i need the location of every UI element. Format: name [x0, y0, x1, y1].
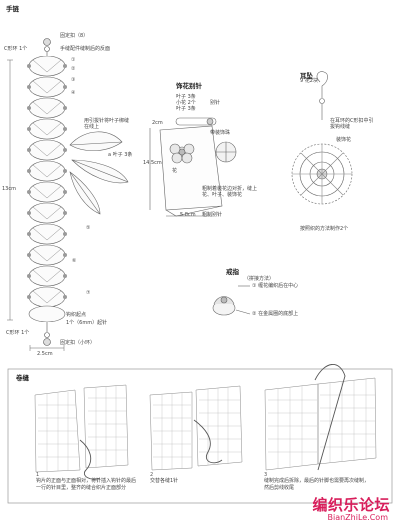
brooch-length-label: 14.5cm [143, 160, 162, 166]
round-number: ② [71, 66, 76, 72]
earring-title: 耳坠 [300, 72, 313, 80]
round-number: ① [71, 57, 76, 63]
ring-small-label: 1个（6mm）起针 [66, 320, 108, 326]
brooch-pin-label: 粗制别针 [202, 212, 223, 218]
brooch-flower-label: 花 [172, 168, 178, 174]
step-text: 缝制完成后拆除，最后的针脚也需要再次缝制，然后剪线收尾 [264, 478, 370, 491]
earring-hook-label: 在耳环的C形扣中引拔钩线缝 [330, 118, 374, 130]
ring-step-1: ① 缠花编织后在中心 [252, 283, 299, 289]
round-number: ③ [71, 77, 76, 83]
round-number: ⑦ [86, 290, 91, 296]
earring-note: 按照织的方法制作2个 [300, 226, 349, 232]
brooch-leaf-label: 叶子 3条 [176, 94, 196, 100]
earring-flower-label: 装饰花 [336, 137, 352, 143]
ring-step-2: ② 在金属圈的底部上 [252, 311, 299, 317]
joining-step-1: 1 钩片的正面与正面相对，将针插入钩针的最后一行的针目里，整齐的缝合织片正面部分 [36, 472, 136, 492]
ring-title: 戒指 [226, 268, 239, 276]
brooch-width-label: 5.8cm [180, 212, 196, 218]
c-ring-bottom-label: C形环 1个 [6, 330, 30, 336]
bracelet-motifs [27, 56, 67, 322]
ring-subtitle: （拼接方法） [244, 276, 275, 282]
brooch-size-label: 2cm [152, 120, 163, 126]
clasp-top-label: 固定扣（8） [60, 33, 89, 39]
round-number: ⑥ [72, 258, 77, 264]
step-text: 钩片的正面与正面相对，将针插入钩针的最后一行的针目里，整齐的缝合织片正面部分 [36, 478, 137, 491]
brooch-small-flower-label: 小花 2个 [176, 100, 196, 106]
round-number: ⑤ [86, 225, 91, 231]
joining-step-2: 2 交替各缝1针 [150, 472, 240, 485]
leaf-note: a 叶子 3条 [108, 152, 133, 158]
bracelet-title: 手链 [6, 5, 19, 13]
brooch-cord-label: 别针 [210, 100, 221, 106]
step-text: 交替各缝1针 [150, 478, 179, 484]
watermark-url: BianZhiLe.Com [327, 513, 388, 522]
brooch-bead-label: 带装饰珠 [210, 130, 231, 136]
earring-small-label: 9 花2块 [300, 78, 318, 84]
step-number: 2 [150, 472, 154, 478]
brooch-extra-label: 叶子 3条 [176, 106, 196, 112]
round-number: ④ [71, 90, 76, 96]
step-number: 3 [264, 472, 268, 478]
width-label: 2.5cm [37, 351, 53, 357]
length-label: 13cm [2, 186, 16, 192]
clasp-bottom-label: 固定扣（小环） [60, 340, 96, 346]
watermark-brand: 编织乐论坛 [312, 496, 390, 514]
joining-title: 卷缝 [16, 374, 29, 382]
brooch-title: 饰花别针 [176, 82, 202, 90]
step-number: 1 [36, 472, 40, 478]
joining-step-3: 3 缝制完成后拆除，最后的针脚也需要再次缝制，然后剪线收尾 [264, 472, 372, 492]
c-ring-top-label: C形环 1个 [4, 46, 28, 52]
leaf-start-label: 钩织起点 [66, 312, 87, 318]
brooch-sew-note: 粗制着装花边对折，缝上花、叶子、装饰花 [202, 186, 258, 198]
hand-sew-label: 手缝配件缝制后的反面 [60, 46, 111, 52]
flower-note: 用引拔针将叶子绑缝在线上 [84, 118, 130, 130]
